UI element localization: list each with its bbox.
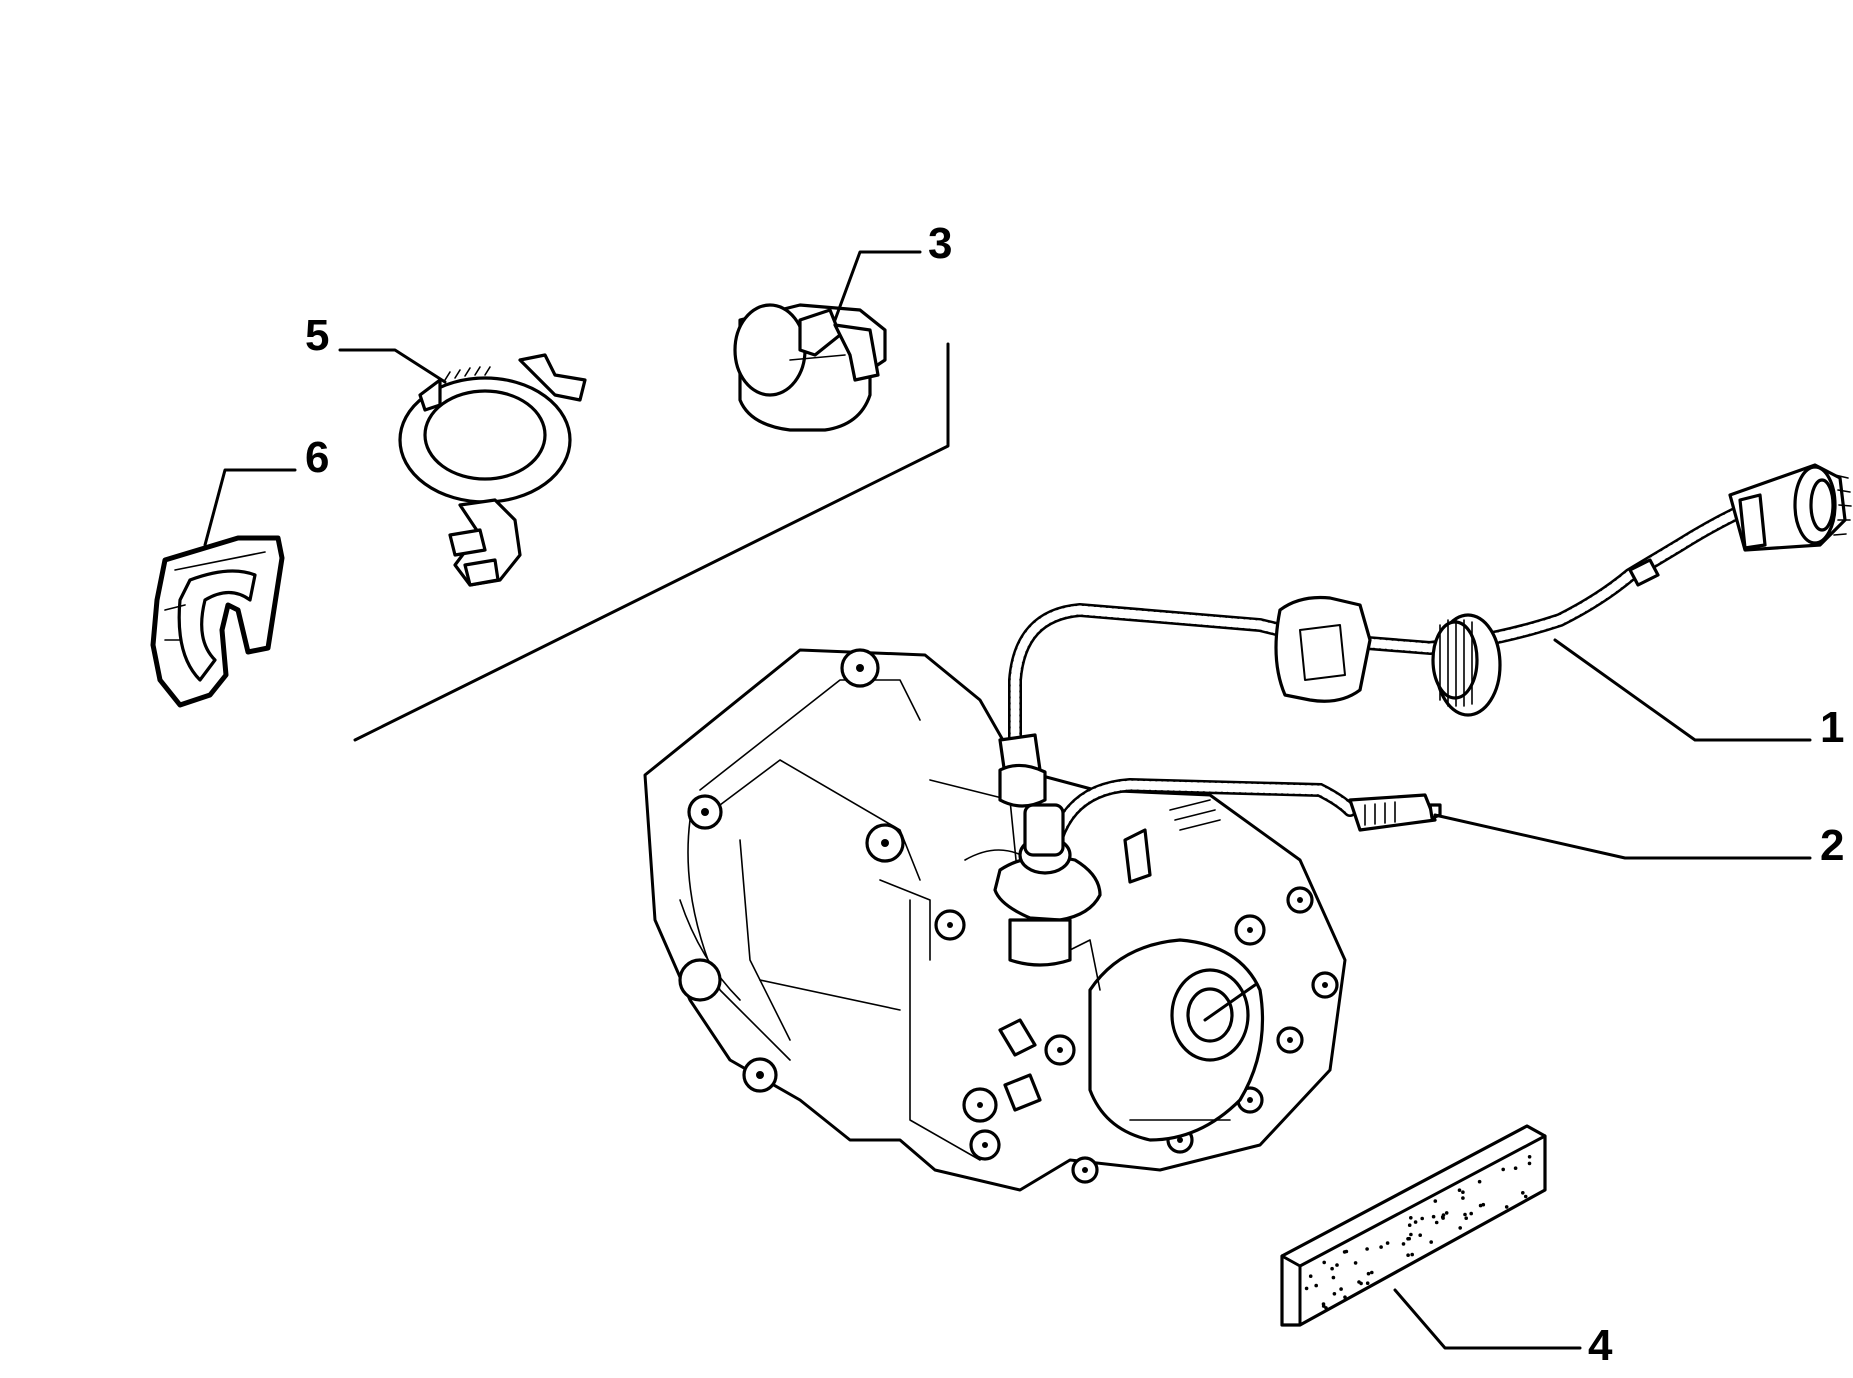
pad-dot (1339, 1287, 1343, 1291)
pad-dot (1332, 1292, 1337, 1296)
callout-5: 5 (305, 311, 329, 360)
pad-dot (1409, 1232, 1413, 1237)
part-2-speed-sensor (993, 777, 1442, 967)
pad-dot (1464, 1216, 1468, 1220)
pad-dot (1418, 1233, 1422, 1237)
pad-dot (1370, 1270, 1374, 1275)
pad-dot (1366, 1271, 1371, 1276)
pad-dot (1353, 1261, 1358, 1265)
pad-dot (1365, 1247, 1369, 1251)
pad-dot (1478, 1203, 1483, 1208)
pad-dot (1365, 1281, 1370, 1285)
callout-2: 2 (1820, 821, 1844, 870)
pad-texture (1304, 1155, 1532, 1310)
pad-dot (1409, 1216, 1413, 1220)
pad-dot (1330, 1266, 1334, 1271)
separator-line (353, 342, 950, 742)
pad-dot (1304, 1286, 1309, 1291)
part-3-bushing-clip (733, 303, 887, 432)
callout-1: 1 (1820, 703, 1844, 752)
pad-dot (1406, 1237, 1410, 1241)
callout-6: 6 (305, 433, 329, 482)
pad-dot (1504, 1205, 1509, 1209)
pad-dot (1379, 1245, 1383, 1249)
leader-1 (1553, 638, 1812, 742)
pad-dot (1501, 1167, 1505, 1172)
pad-dot (1457, 1188, 1462, 1192)
leader-6 (203, 468, 297, 547)
gearbox-housing (643, 648, 1347, 1192)
part-4-foam-pad (1280, 1124, 1547, 1327)
pad-dot (1420, 1216, 1424, 1221)
pad-dot (1308, 1274, 1313, 1278)
pad-dot (1431, 1214, 1436, 1219)
pad-dot (1513, 1166, 1518, 1170)
callout-4: 4 (1588, 1321, 1613, 1370)
pad-dot (1413, 1220, 1418, 1224)
pad-dot (1523, 1194, 1528, 1199)
pad-dot (1461, 1190, 1465, 1194)
pad-dot (1342, 1250, 1347, 1254)
part-1-wiring-harness (998, 463, 1852, 808)
pad-dot (1521, 1191, 1525, 1195)
leader-3 (833, 250, 922, 322)
pad-dot (1401, 1242, 1406, 1246)
pad-dot (1335, 1263, 1339, 1267)
pad-dot (1477, 1179, 1482, 1184)
pad-dot (1434, 1220, 1439, 1225)
pad-dot (1527, 1155, 1532, 1159)
callout-3: 3 (928, 219, 952, 268)
part-5-cable-clamp (398, 353, 587, 587)
pad-dot (1463, 1212, 1467, 1217)
part-6-retaining-clip (150, 535, 285, 708)
pad-dot (1322, 1260, 1326, 1265)
pad-dot (1433, 1199, 1438, 1203)
pad-dot (1357, 1280, 1361, 1284)
pad-dot (1314, 1283, 1318, 1288)
pad-dot (1324, 1306, 1328, 1310)
leader-4 (1393, 1288, 1582, 1350)
pad-dot (1429, 1240, 1433, 1244)
pad-dot (1343, 1295, 1347, 1299)
pad-dot (1331, 1275, 1336, 1280)
pad-dot (1461, 1196, 1465, 1200)
pad-dot (1410, 1252, 1414, 1257)
leader-2 (1433, 813, 1812, 860)
pad-dot (1441, 1216, 1445, 1220)
pad-dot (1444, 1211, 1449, 1215)
leader-5 (338, 348, 447, 384)
pad-dot (1469, 1211, 1473, 1216)
pad-dot (1385, 1241, 1390, 1245)
pad-dot (1458, 1226, 1462, 1230)
pad-dot (1481, 1202, 1486, 1207)
pad-dot (1407, 1223, 1412, 1227)
pad-dot (1406, 1253, 1410, 1257)
pad-dot (1527, 1161, 1532, 1166)
